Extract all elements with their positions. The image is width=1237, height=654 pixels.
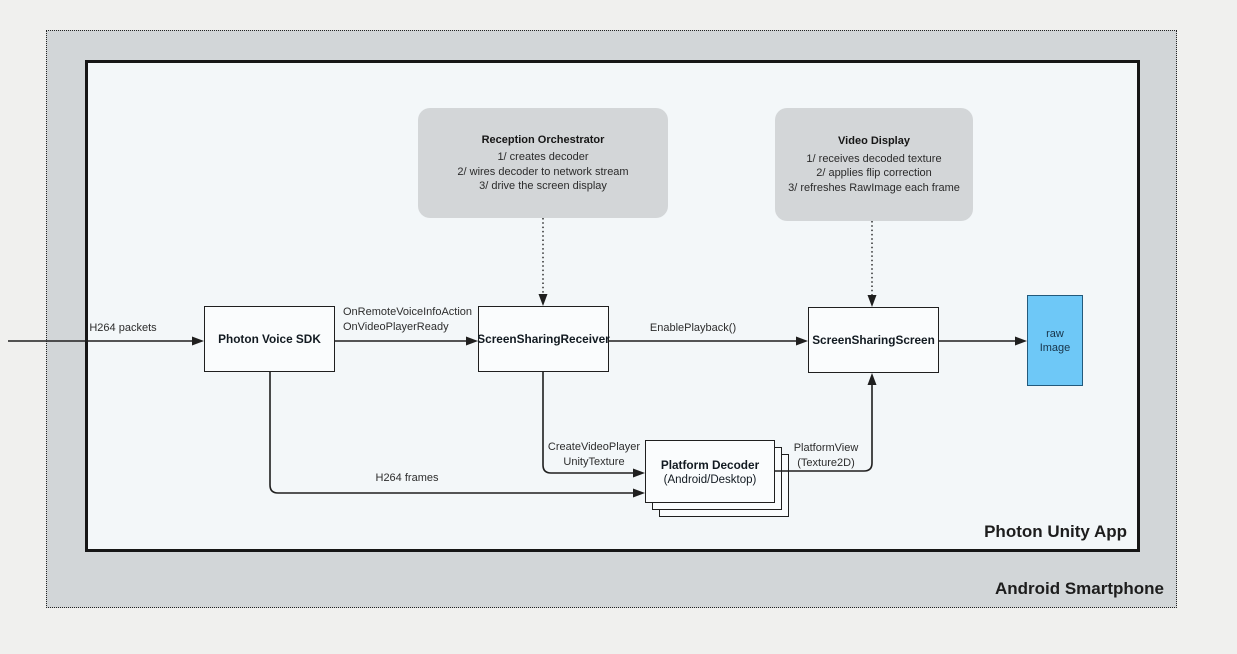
android-smartphone-label: Android Smartphone <box>994 579 1164 598</box>
annotation-line: 2/ wires decoder to network stream <box>457 165 629 178</box>
node-screen-sharing-screen: ScreenSharingScreen <box>808 307 939 373</box>
edge-label-h264-frames: H264 frames <box>375 472 439 484</box>
arrowhead-icon <box>538 294 548 306</box>
edge-label-line: PlatformView <box>793 442 859 454</box>
edge-sdk-to-receiver <box>335 336 478 346</box>
node-photon-voice-sdk: Photon Voice SDK <box>204 306 335 372</box>
edge-label-line: CreateVideoPlayer <box>547 441 641 453</box>
annotation-video-display: Video Display 1/ receives decoded textur… <box>775 108 973 221</box>
arrowhead-icon <box>867 373 877 385</box>
edge-decoder-to-screen <box>775 373 877 472</box>
node-platform-decoder: Platform Decoder (Android/Desktop) <box>645 440 775 503</box>
node-sublabel: (Android/Desktop) <box>663 473 757 486</box>
photon-unity-app-label: Photon Unity App <box>984 522 1127 541</box>
annotation-line: 1/ creates decoder <box>497 151 589 163</box>
edge-label-create-video-player: CreateVideoPlayer UnityTexture <box>534 440 654 470</box>
node-raw-image: raw Image <box>1027 295 1083 386</box>
edge-incoming-h264-packets <box>8 336 204 346</box>
edge-reception-annotation-to-receiver <box>538 218 548 306</box>
edge-label-line: OnVideoPlayerReady <box>343 321 449 333</box>
node-label: ScreenSharingScreen <box>812 333 935 347</box>
arrowhead-icon <box>1015 336 1027 346</box>
node-label: ScreenSharingReceiver <box>477 332 610 346</box>
arrowhead-icon <box>466 336 478 346</box>
node-label-line: raw <box>1046 327 1064 340</box>
arrowhead-icon <box>633 468 645 478</box>
edge-label-platform-view: PlatformView (Texture2D) <box>771 441 881 471</box>
annotation-line: 1/ receives decoded texture <box>806 152 942 165</box>
annotation-title: Video Display <box>838 135 910 147</box>
edge-line <box>269 372 633 494</box>
edge-video-annotation-to-screen <box>867 221 877 307</box>
edge-line <box>775 385 873 472</box>
arrowhead-icon <box>867 295 877 307</box>
annotation-reception-orchestrator: Reception Orchestrator 1/ creates decode… <box>418 108 668 218</box>
edge-label-line: (Texture2D) <box>797 457 855 469</box>
edge-line <box>542 372 633 474</box>
annotation-line: 3/ refreshes RawImage each frame <box>788 181 960 194</box>
node-label: Photon Voice SDK <box>218 332 321 346</box>
edge-receiver-to-decoder <box>542 372 645 478</box>
edge-sdk-to-decoder <box>269 372 645 498</box>
edge-label-line: OnRemoteVoiceInfoAction <box>343 306 473 318</box>
annotation-line: 2/ applies flip correction <box>816 167 932 179</box>
arrowhead-icon <box>633 488 645 498</box>
edge-label-h264-packets: H264 packets <box>89 322 157 334</box>
annotation-title: Reception Orchestrator <box>481 133 605 146</box>
edge-receiver-to-screen <box>609 336 808 346</box>
arrowhead-icon <box>192 336 204 346</box>
annotation-line: 3/ drive the screen display <box>479 180 607 192</box>
node-screen-sharing-receiver: ScreenSharingReceiver <box>477 306 610 372</box>
node-label-line: Image <box>1039 341 1071 354</box>
edge-label-sdk-to-receiver: OnRemoteVoiceInfoAction OnVideoPlayerRea… <box>343 305 472 335</box>
edge-label-line: UnityTexture <box>563 456 625 468</box>
node-label: Platform Decoder <box>660 457 760 472</box>
edge-label-enable-playback: EnablePlayback() <box>649 322 737 334</box>
arrowhead-icon <box>796 336 808 346</box>
edge-screen-to-raw-image <box>939 336 1027 346</box>
